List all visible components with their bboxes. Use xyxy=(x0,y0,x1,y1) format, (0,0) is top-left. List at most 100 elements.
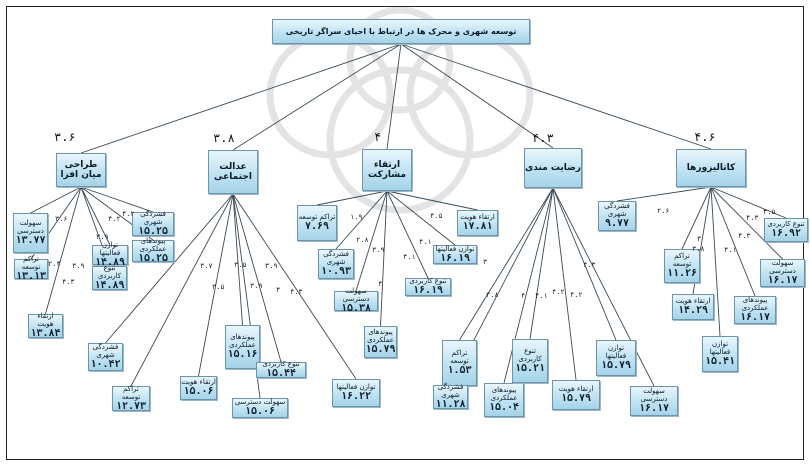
leaf-label: ارتقاء هویت xyxy=(558,385,594,394)
category-leaf-link xyxy=(710,186,756,297)
category-leaf-link xyxy=(459,187,554,341)
leaf-weight: ۴.۳ xyxy=(738,232,751,240)
category-weight: ۳.۸ xyxy=(213,131,235,145)
leaf-label: سهولت دسترسی xyxy=(234,398,286,407)
category-leaf-link xyxy=(552,187,577,381)
leaf-value: ۱۰.۴۲ xyxy=(90,359,121,371)
leaf-weight: ۴.۵ xyxy=(430,212,443,220)
leaf-value: ۱۶.۱۹ xyxy=(412,285,444,297)
leaf-label: فشردگی شهری xyxy=(323,250,349,267)
category-leaf-link xyxy=(232,193,357,380)
category-leaf-link xyxy=(380,190,388,327)
leaf-value: ۱۵.۷۹ xyxy=(600,360,632,372)
leaf-label: ارتقاء هویت xyxy=(460,213,495,222)
category-label: ارتقاء مشارکت xyxy=(367,159,407,180)
leaf-value: ۱۵.۰۶ xyxy=(183,386,214,398)
leaf-value: ۱۶.۱۹ xyxy=(439,252,471,264)
category-leaf-link xyxy=(105,193,234,344)
leaf-value: ۱۵.۴۱ xyxy=(704,356,736,368)
leaf-value: ۱۰.۹۳ xyxy=(320,266,352,278)
leaf-value: ۱۶.۲۲ xyxy=(340,391,372,403)
leaf-label: پیوندهای عملکردی xyxy=(139,237,167,254)
leaf-label: ارتقاء هویت xyxy=(675,297,711,306)
leaf-weight: ۴.۵ xyxy=(763,208,776,216)
category-node: عدالت اجتماعی xyxy=(208,150,258,194)
leaf-weight: ۳.۸ xyxy=(692,245,705,253)
leaf-weight: ۴ xyxy=(276,286,281,294)
leaf-weight: ۴.۳ xyxy=(290,288,303,296)
leaf-weight: ۳.۹ xyxy=(372,246,385,254)
leaf-value: ۱۱.۲۸ xyxy=(435,399,466,411)
leaf-weight: ۴.۱ xyxy=(724,246,737,254)
leaf-value: ۱۳.۱۳ xyxy=(15,271,47,283)
category-leaf-link xyxy=(552,187,655,387)
leaf-label: سهولت دسترسی xyxy=(769,259,796,276)
category-leaf-link xyxy=(80,186,111,246)
leaf-label: توازن فعالیتها xyxy=(336,383,376,392)
root-label: توسعه شهری و محرک ها در ارتباط با احیای … xyxy=(285,26,517,36)
leaf-value: ۱۵.۲۱ xyxy=(514,363,546,375)
leaf-weight: ۴.۲ xyxy=(108,215,121,223)
category-leaf-link xyxy=(552,187,617,341)
category-leaf-link xyxy=(30,186,82,214)
category-weight: ۳.۶ xyxy=(54,130,76,144)
leaf-value: ۱۶.۱۷ xyxy=(767,275,798,287)
leaf-label: توازن فعالیتها xyxy=(709,340,731,357)
leaf-weight: ۳.۹ xyxy=(96,233,109,241)
leaf-value: ۹.۷۷ xyxy=(604,218,630,230)
leaf-weight: ۳.۹ xyxy=(265,262,278,270)
category-node: طراحی میان افزا xyxy=(56,153,106,187)
leaf-label: تراکم توسعه xyxy=(21,255,41,272)
leaf-value: ۱۶.۱۷ xyxy=(638,403,670,415)
category-leaf-link xyxy=(335,190,388,250)
leaf-weight: ۳.۹ xyxy=(250,282,263,290)
root-node: توسعه شهری و محرک ها در ارتباط با احیای … xyxy=(272,19,530,44)
category-leaf-link xyxy=(45,186,82,315)
category-leaf-link xyxy=(710,186,721,337)
category-node: کاتالیزورها xyxy=(676,149,746,187)
leaf-value: ۱۵.۰۴ xyxy=(488,402,520,414)
category-leaf-link xyxy=(198,193,234,377)
leaf-value: ۱۷.۸۱ xyxy=(462,221,493,233)
leaf-value: ۷.۶۹ xyxy=(304,221,330,233)
leaf-label: پیوندهای عملکردی xyxy=(229,333,256,350)
leaf-label: ارتقاء هویت xyxy=(37,312,54,329)
leaf-label: تنوع کاربردی xyxy=(409,277,447,286)
category-leaf-link xyxy=(355,190,388,292)
leaf-label: سهولت دسترسی xyxy=(17,219,44,236)
leaf-label: تراکم توسعه xyxy=(450,349,469,366)
leaf-label: سهولت دسترسی xyxy=(640,387,668,404)
category-leaf-link xyxy=(232,193,243,326)
root-category-link xyxy=(400,43,554,149)
leaf-weight: ۴.۳ xyxy=(746,214,759,222)
category-leaf-link xyxy=(386,190,429,279)
root-category-link xyxy=(386,43,402,150)
leaf-value: ۱۵.۴۴ xyxy=(265,368,297,380)
leaf-label: فشردگی شهری xyxy=(140,210,166,227)
leaf-value: ۱۵.۷۹ xyxy=(365,344,396,356)
leaf-weight: ۲.۴ xyxy=(48,260,61,268)
category-weight: ۴ xyxy=(374,130,382,144)
leaf-label: فشردگی شهری xyxy=(92,343,119,360)
leaf-value: ۱۵.۰۶ xyxy=(244,406,276,418)
category-label: کاتالیزورها xyxy=(686,162,736,173)
leaf-value: ۱۲.۷۳ xyxy=(115,400,147,412)
category-weight: ۴.۳ xyxy=(532,131,554,145)
leaf-label: تراکم توسعه xyxy=(672,252,692,269)
